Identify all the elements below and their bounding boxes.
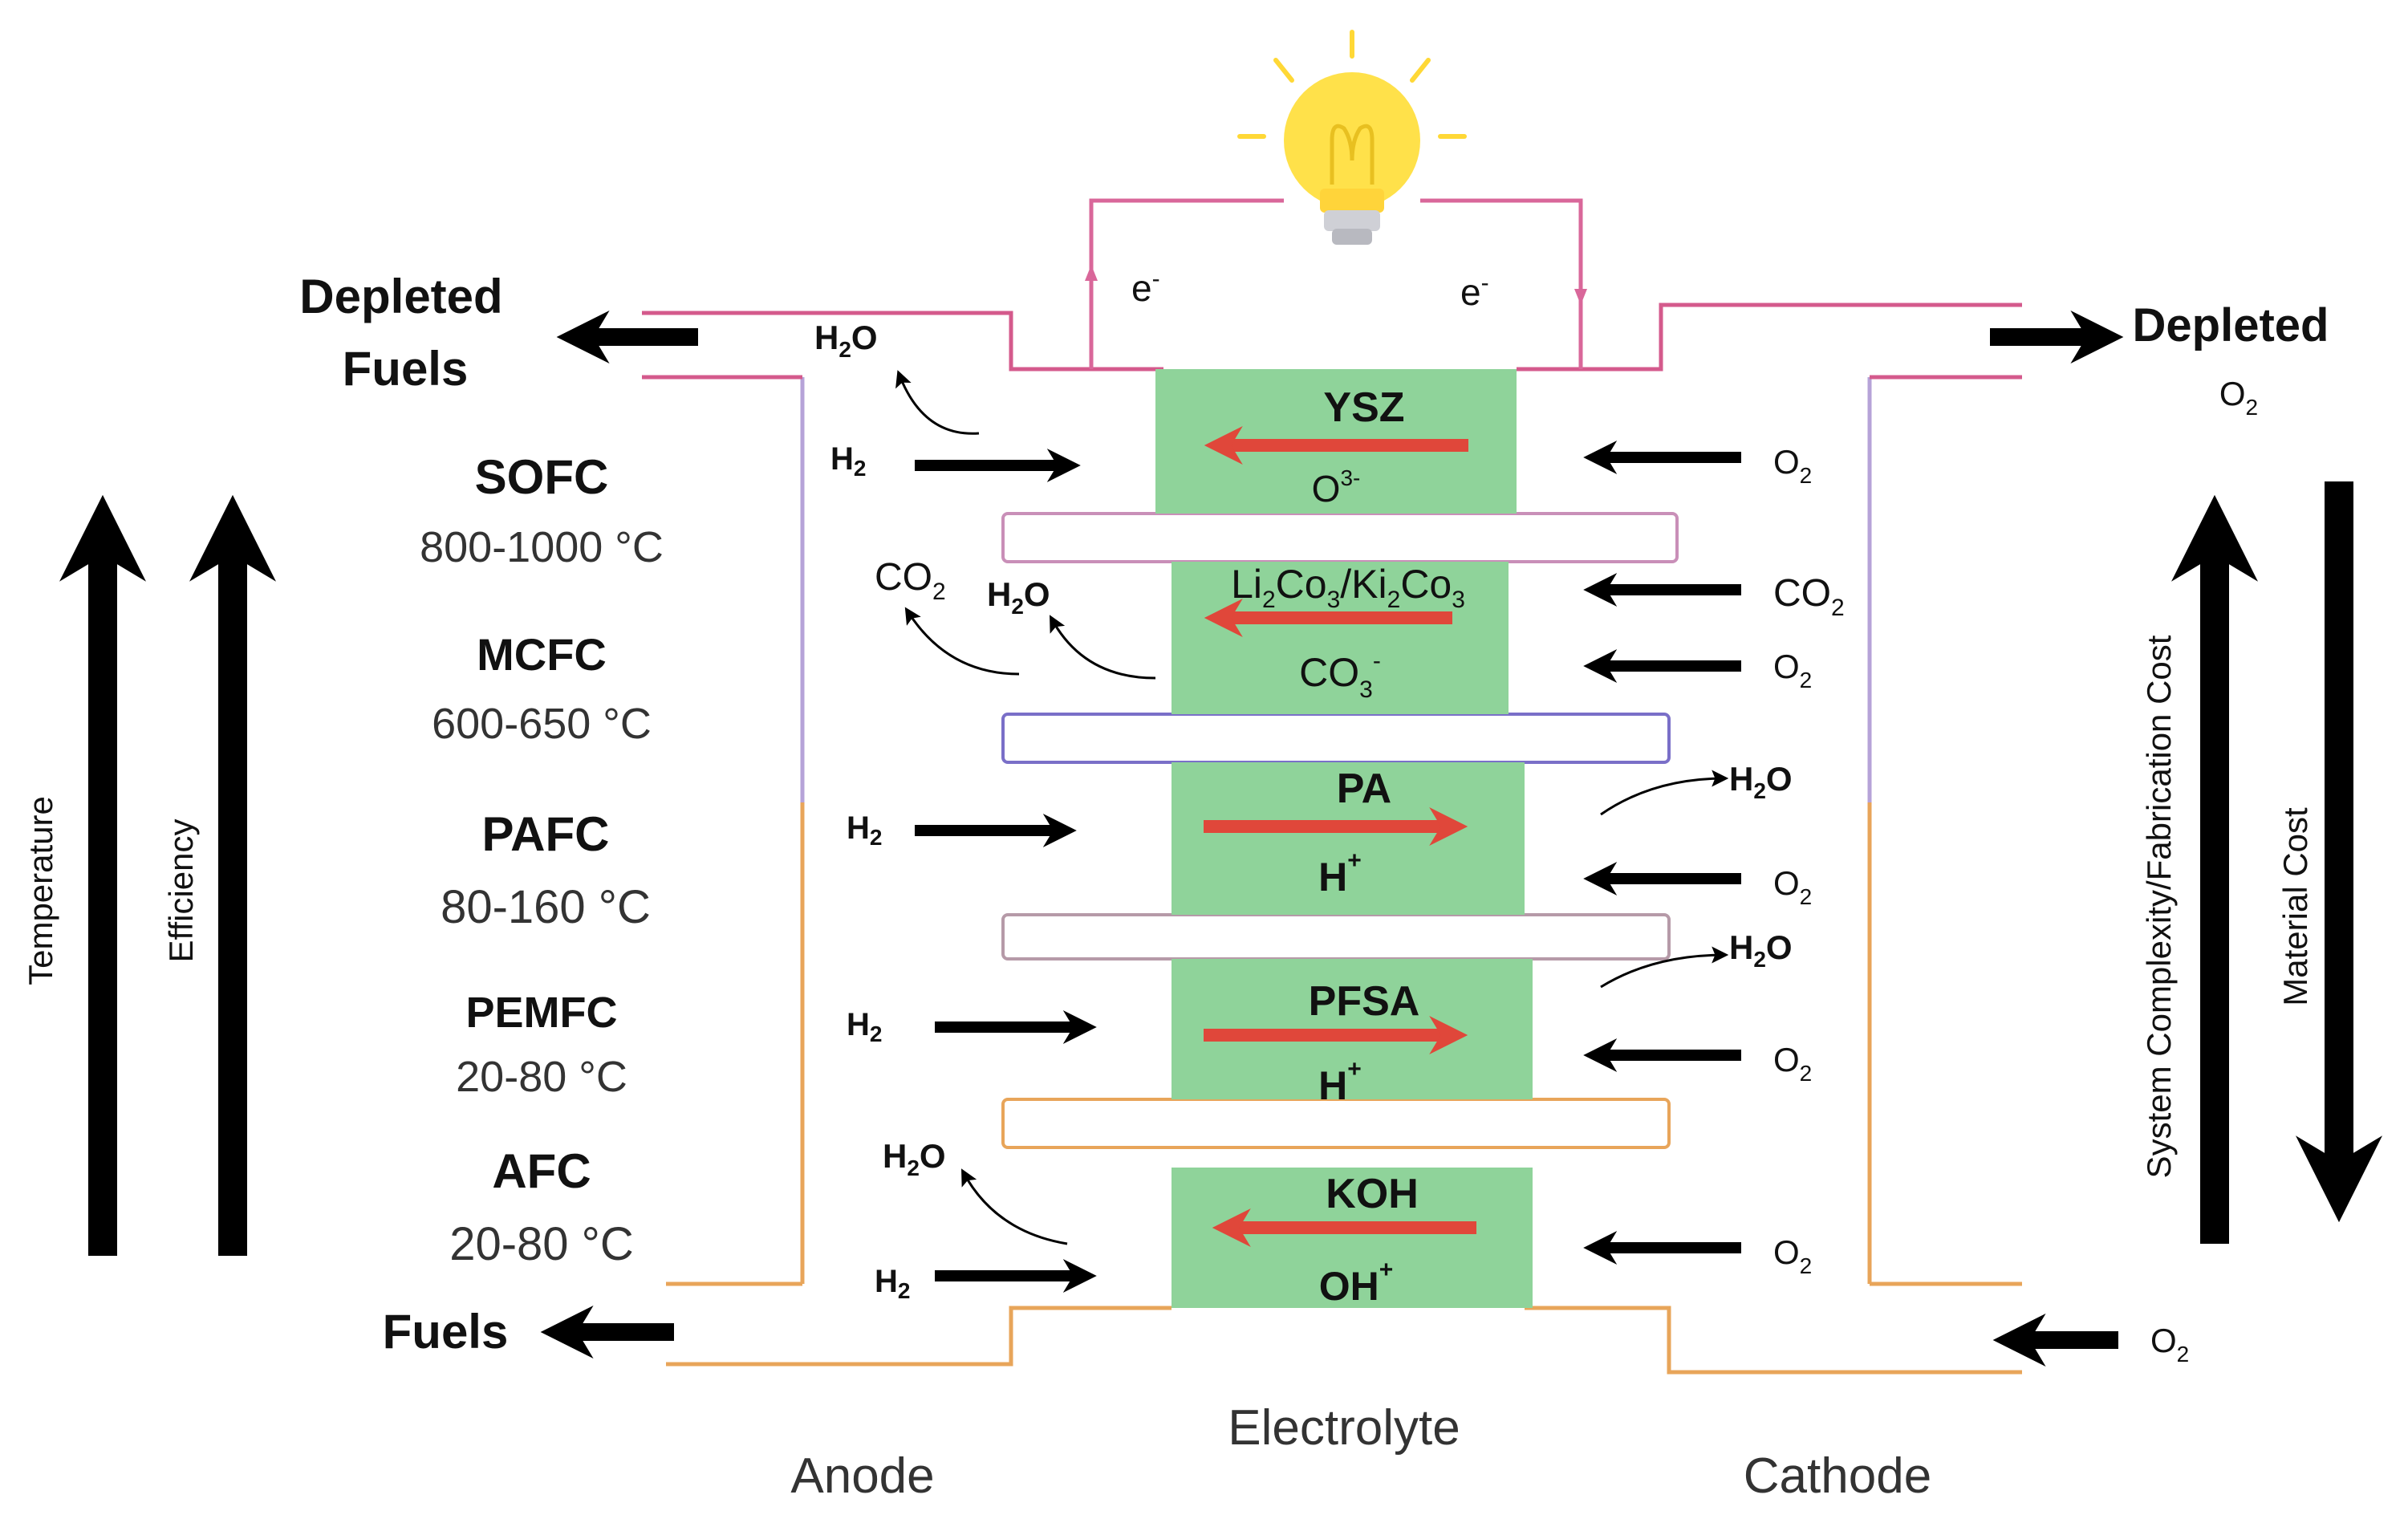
cathode-label: Cathode <box>1744 1448 1931 1504</box>
system-cost-label: System Complexity/Fabrication Cost <box>2140 635 2178 1178</box>
cell-temp-sofc: 800-1000 °C <box>420 523 664 571</box>
cathode-out-pemfc: H2O <box>1729 928 1793 972</box>
product-arrow-afc-h2o <box>961 1168 1068 1245</box>
electrolyte-block-mcfc <box>1172 562 1509 714</box>
ion-arrows <box>1204 426 1476 1247</box>
ion-label-pafc: H+ <box>1318 847 1362 900</box>
cell-temp-mcfc: 600-650 °C <box>432 700 652 748</box>
outline-bottom-left-2 <box>666 1306 1172 1367</box>
electrolyte-label-sofc: YSZ <box>1323 384 1404 431</box>
product-arrows <box>895 370 1729 1245</box>
electrolyte-label-pafc: PA <box>1337 766 1391 812</box>
outline-bottom-right <box>1525 1306 2022 1375</box>
depleted-fuels-label-1: Depleted <box>299 270 502 323</box>
ion-label-afc: OH+ <box>1319 1257 1394 1309</box>
cell-temp-pemfc: 20-80 °C <box>456 1053 627 1101</box>
depleted-fuels-label-2: Fuels <box>343 342 469 396</box>
anode-out-mcfc-h2o: H2O <box>987 575 1050 619</box>
cell-temp-pafc: 80-160 °C <box>441 881 651 933</box>
anode-in-pafc: H2 <box>847 810 882 850</box>
electrolyte-label-pemfc: PFSA <box>1309 978 1420 1025</box>
cell-name-sofc: SOFC <box>475 450 609 504</box>
product-arrow-sofc-h2o <box>895 370 980 435</box>
stack-outline <box>642 303 2022 1375</box>
electron-label-right: e- <box>1460 270 1489 313</box>
anode-out-afc: H2O <box>883 1137 946 1180</box>
cell-name-pemfc: PEMFC <box>466 989 618 1037</box>
product-arrow-mcfc-co2 <box>904 607 1020 676</box>
anode-in-pemfc: H2 <box>847 1007 882 1046</box>
fuels-label: Fuels <box>383 1305 509 1359</box>
outline-top-right <box>1517 303 2022 372</box>
cell-name-pafc: PAFC <box>482 807 610 861</box>
material-cost-label: Material Cost <box>2276 807 2314 1006</box>
anode-in-afc: H2 <box>875 1264 910 1303</box>
cathode-bottom-in-label: O2 <box>2150 1322 2189 1367</box>
ion-label-sofc: O3- <box>1312 465 1361 510</box>
efficiency-label: Efficiency <box>162 819 200 963</box>
plate-pafc-pemfc <box>1001 913 1671 961</box>
flow-arrows <box>59 311 2382 1367</box>
anode-out-mcfc-co2: CO2 <box>875 556 946 605</box>
outline-top-left <box>642 311 1163 372</box>
side-labels: Depleted Fuels Depleted O2 Fuels O2 Temp… <box>22 270 2329 1504</box>
plate-mcfc-pafc <box>1001 713 1671 764</box>
cathode-out-pafc: H2O <box>1729 760 1793 803</box>
cathode-in-pafc: O2 <box>1773 864 1812 909</box>
product-arrow-pemfc-h2o <box>1600 946 1729 989</box>
cathode-in-mcfc-o2: O2 <box>1773 648 1812 692</box>
external-circuit: e- e- <box>1085 30 1587 369</box>
anode-out-sofc: H2O <box>814 319 878 362</box>
electrolyte-blocks <box>1155 369 1533 1308</box>
electron-arrow-left <box>1085 265 1098 281</box>
plate-sofc-mcfc <box>1001 512 1679 563</box>
cell-temp-afc: 20-80 °C <box>449 1218 634 1270</box>
ion-label-mcfc: CO3- <box>1299 648 1381 703</box>
electron-label-left: e- <box>1131 266 1160 309</box>
depleted-o2-label-1: Depleted <box>2133 299 2329 351</box>
cathode-in-afc: O2 <box>1773 1233 1812 1278</box>
ion-label-pemfc: H+ <box>1318 1056 1362 1108</box>
lightbulb-icon <box>1237 30 1467 245</box>
cell-name-mcfc: MCFC <box>477 629 607 680</box>
product-arrow-mcfc-h2o <box>1050 615 1156 680</box>
electrolyte-label-afc: KOH <box>1326 1171 1419 1217</box>
cathode-in-pemfc: O2 <box>1773 1041 1812 1086</box>
cell-type-labels: SOFC 800-1000 °C MCFC 600-650 °C PAFC 80… <box>420 450 664 1270</box>
cathode-in-sofc: O2 <box>1773 443 1812 488</box>
circuit-wire <box>1089 198 1583 369</box>
species-labels: H2O CO2 H2O H2O H2 H2 H2 H2 H2O H2O O2 C… <box>814 319 1845 1303</box>
product-arrow-pafc-h2o <box>1600 770 1729 816</box>
depleted-o2-label-2: O2 <box>2219 375 2258 420</box>
electrolyte-label: Electrolyte <box>1228 1400 1460 1456</box>
temperature-label: Temperature <box>22 796 59 985</box>
anode-label: Anode <box>790 1448 934 1504</box>
anode-in-sofc: H2 <box>830 441 866 481</box>
electrolyte-labels: YSZ O3- Li2Co3/Ki2Co3 CO3- PA H+ PFSA H+… <box>1231 384 1465 1309</box>
electrolyte-label-mcfc: Li2Co3/Ki2Co3 <box>1231 562 1465 613</box>
electron-arrow-right <box>1574 289 1587 305</box>
cell-name-afc: AFC <box>492 1144 591 1198</box>
cathode-in-mcfc-co2: CO2 <box>1773 572 1845 621</box>
